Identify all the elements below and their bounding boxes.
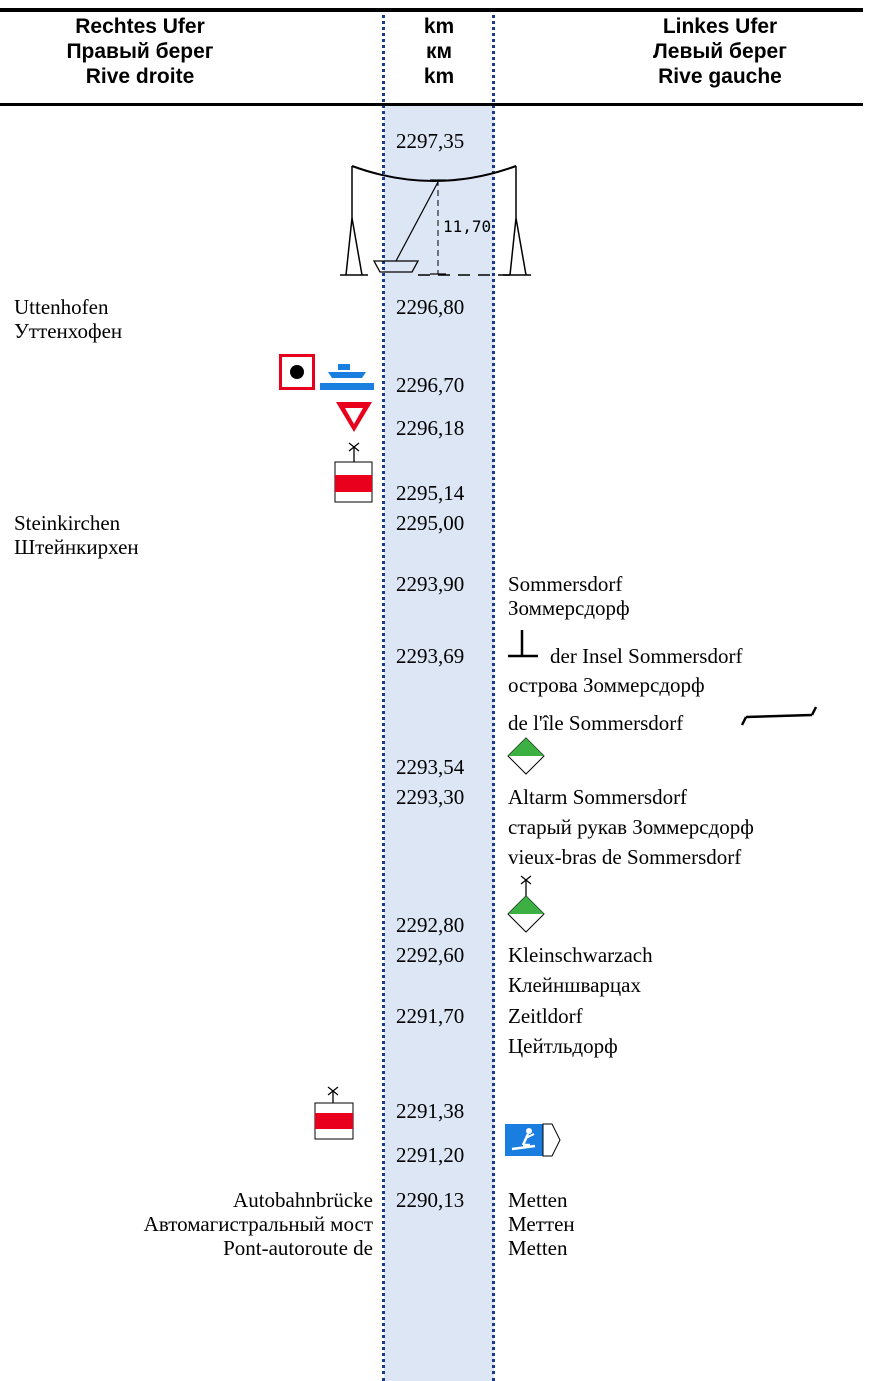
give-way-triangle-icon xyxy=(336,402,372,432)
km-value: 2291,38 xyxy=(396,1099,465,1123)
header-km: km км km xyxy=(384,14,494,89)
header-left-bank-ru: Левый берег xyxy=(653,40,787,63)
place-metten: Metten Меттен Metten xyxy=(508,1188,575,1260)
km-value: 2297,35 xyxy=(396,129,465,153)
place-name-ru: Цейтльдорф xyxy=(508,1034,618,1058)
place-name-de: Metten xyxy=(508,1188,568,1212)
place-name-ru: Клейншварцах xyxy=(508,973,641,997)
ferry-prohibition-sign-icon xyxy=(279,354,315,390)
km-value: 2293,69 xyxy=(396,644,465,668)
cable-ferry-diagram: 11,70 xyxy=(340,165,531,276)
green-diamond-marker-icon xyxy=(507,875,545,933)
place-name-ru: Меттен xyxy=(508,1212,575,1236)
place-name-ru: Уттенхофен xyxy=(14,319,123,343)
place-uttenhofen: Uttenhofen Уттенхофен xyxy=(14,295,122,343)
side-arm-name-ru: старый рукав Зоммерсдорф xyxy=(508,815,754,839)
km-column-background xyxy=(384,106,494,1381)
bridge-name-ru: Автомагистральный мост xyxy=(143,1212,373,1236)
header-right-bank-de: Rechtes Ufer xyxy=(75,15,205,38)
header-right-bank-fr: Rive droite xyxy=(85,65,195,88)
place-sommersdorf: Sommersdorf Зоммерсдорф xyxy=(508,572,630,620)
km-value: 2291,20 xyxy=(396,1143,465,1167)
place-kleinschwarzach: Kleinschwarzach Клейншварцах xyxy=(508,943,653,997)
header-km-fr: km xyxy=(423,65,455,88)
header-top-rule xyxy=(0,8,863,12)
place-name-ru: Штейнкирхен xyxy=(14,535,139,559)
altarm-sommersdorf: Altarm Sommersdorf старый рукав Зоммерсд… xyxy=(508,785,754,869)
place-name-de: Sommersdorf xyxy=(508,572,623,596)
place-name-de: Uttenhofen xyxy=(14,295,109,319)
header-right-bank: Rechtes Ufer Правый берег Rive droite xyxy=(0,14,280,89)
km-value: 2292,60 xyxy=(396,943,465,967)
header-left-bank: Linkes Ufer Левый берег Rive gauche xyxy=(590,14,850,89)
bridge-clearance-label: 11,70 xyxy=(443,217,491,236)
place-name-de: Steinkirchen xyxy=(14,511,121,535)
island-range-icon xyxy=(740,706,818,726)
island-name-fr: de l'île Sommersdorf xyxy=(508,711,684,735)
km-value: 2296,70 xyxy=(396,373,465,397)
header-left-bank-de: Linkes Ufer xyxy=(662,15,778,38)
bridge-name-fr: Pont-autoroute de xyxy=(223,1236,373,1260)
green-diamond-marker-icon xyxy=(507,737,545,775)
km-value: 2296,18 xyxy=(396,416,465,440)
header-km-de: km xyxy=(423,15,455,38)
place-name-fr: Metten xyxy=(508,1236,568,1260)
place-zeitldorf: Zeitldorf Цейтльдорф xyxy=(508,1004,618,1058)
red-bank-marker-icon xyxy=(334,442,373,503)
km-value: 2293,90 xyxy=(396,572,465,596)
header-left-bank-fr: Rive gauche xyxy=(658,65,782,88)
autobahn-bridge: Autobahnbrücke Автомагистральный мост Po… xyxy=(60,1188,373,1260)
km-value: 2293,54 xyxy=(396,755,465,779)
red-bank-marker-icon xyxy=(314,1086,354,1140)
km-value: 2291,70 xyxy=(396,1004,465,1028)
km-value: 2293,30 xyxy=(396,785,465,809)
side-arm-name-de: Altarm Sommersdorf xyxy=(508,785,688,809)
km-value: 2290,13 xyxy=(396,1188,465,1212)
side-arm-name-fr: vieux-bras de Sommersdorf xyxy=(508,845,742,869)
ferry-icon xyxy=(320,354,374,390)
island-name-de: der Insel Sommersdorf xyxy=(550,644,743,668)
place-name-de: Kleinschwarzach xyxy=(508,943,653,967)
km-value: 2295,00 xyxy=(396,511,465,535)
water-ski-area-icon xyxy=(505,1123,561,1157)
place-name-ru: Зоммерсдорф xyxy=(508,596,630,620)
km-column-left-divider xyxy=(382,8,385,1381)
km-column-right-divider xyxy=(492,8,495,1381)
km-value: 2295,14 xyxy=(396,481,465,505)
island-name-ru: острова Зоммерсдорф xyxy=(508,673,705,697)
bridge-name-de: Autobahnbrücke xyxy=(233,1188,373,1212)
header-right-bank-ru: Правый берег xyxy=(66,40,214,63)
pole-marker-icon xyxy=(508,630,538,658)
header-km-ru: км xyxy=(425,40,453,63)
place-name-de: Zeitldorf xyxy=(508,1004,583,1028)
place-steinkirchen: Steinkirchen Штейнкирхен xyxy=(14,511,139,559)
km-value: 2296,80 xyxy=(396,295,465,319)
km-value: 2292,80 xyxy=(396,913,465,937)
header-bottom-rule xyxy=(0,103,863,106)
